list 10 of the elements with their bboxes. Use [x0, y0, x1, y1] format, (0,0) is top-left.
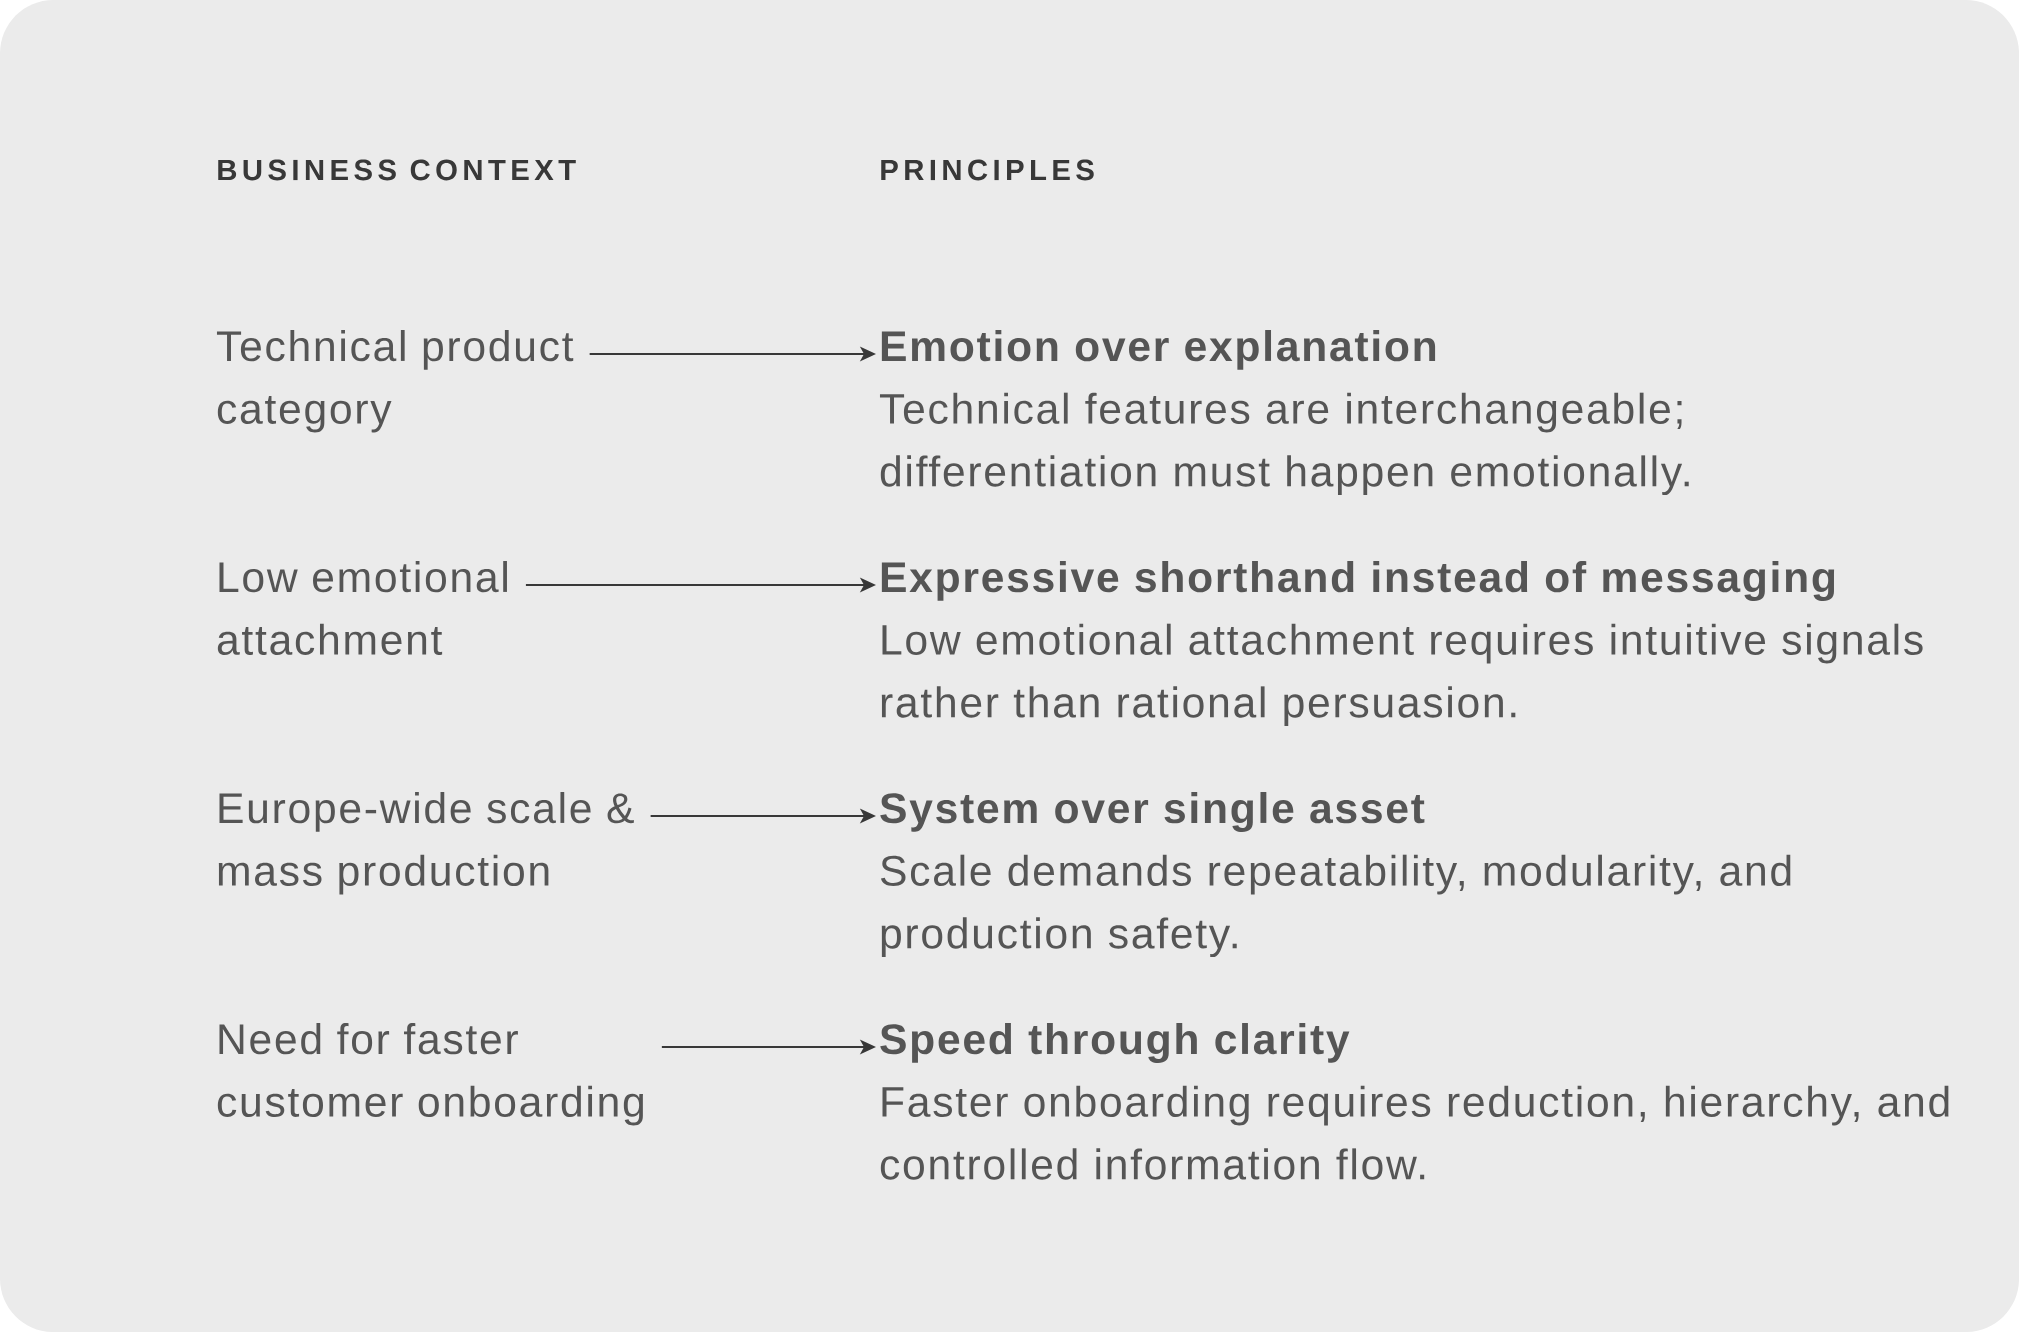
principle-text: System over single asset Scale demands repeatability, modularity, and production safety. — [880, 792, 1791, 958]
context-text: Need for faster customer onboarding — [217, 1023, 643, 1126]
principle-text: Speed through clarity Faster onboarding requires reduction, hierarchy, and controlled information flow. — [880, 1023, 1949, 1180]
principle-text: Expressive shorthand instead of messaging Low emotional attachment requires intuitive signals rather than rational persuasion. — [881, 561, 1923, 727]
principle-text: Emotion over explanation Technical features are interchangeable; differentiation must happen emotionally. — [880, 330, 1689, 496]
context-text: Europe-wide scale & mass production — [218, 792, 634, 895]
column-header: PRINCIPLES — [881, 159, 1094, 181]
context-text: Low emotional attachment — [217, 561, 507, 655]
context-text: Technical product category — [216, 330, 574, 433]
column-header: BUSINESS CONTEXT — [218, 159, 576, 181]
